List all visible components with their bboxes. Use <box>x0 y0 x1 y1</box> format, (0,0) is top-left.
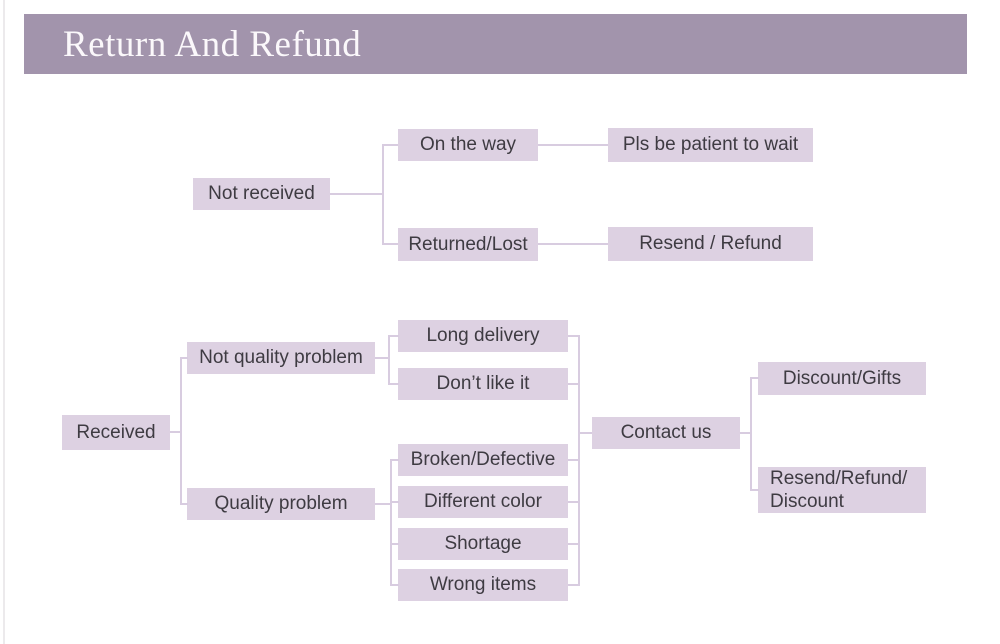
connector <box>388 383 399 385</box>
page-title: Return And Refund <box>63 23 362 65</box>
connector <box>390 501 399 503</box>
connector <box>375 503 391 505</box>
connector <box>568 459 579 461</box>
node-pls-be-patient-to-wait: Pls be patient to wait <box>608 128 813 162</box>
page-title-bar: Return And Refund <box>24 14 967 74</box>
connector <box>375 357 389 359</box>
connector <box>750 377 752 491</box>
connector <box>750 489 759 491</box>
node-resend-refund-discount: Resend/Refund/ Discount <box>758 467 926 513</box>
node-different-color: Different color <box>398 486 568 518</box>
connector <box>750 377 759 379</box>
node-on-the-way: On the way <box>398 129 538 161</box>
node-resend-refund: Resend / Refund <box>608 227 813 261</box>
connector <box>180 357 188 359</box>
node-wrong-items: Wrong items <box>398 569 568 601</box>
node-received: Received <box>62 415 170 450</box>
node-not-quality-problem: Not quality problem <box>187 342 375 374</box>
connector <box>330 193 383 195</box>
connector <box>578 335 580 586</box>
page-left-edge-divider <box>3 0 5 644</box>
node-not-received: Not received <box>193 178 330 210</box>
node-broken-defective: Broken/Defective <box>398 444 568 476</box>
connector <box>390 584 399 586</box>
node-resend-refund-discount-line2: Discount <box>770 491 844 512</box>
connector <box>390 459 399 461</box>
connector <box>538 144 608 146</box>
node-long-delivery: Long delivery <box>398 320 568 352</box>
node-returned-lost: Returned/Lost <box>398 228 538 261</box>
connector <box>390 543 399 545</box>
connector <box>388 335 399 337</box>
connector <box>388 335 390 385</box>
connector <box>568 584 579 586</box>
connector <box>180 503 188 505</box>
connector <box>740 432 751 434</box>
connector <box>382 144 398 146</box>
node-quality-problem: Quality problem <box>187 488 375 520</box>
node-contact-us: Contact us <box>592 417 740 449</box>
connector <box>568 543 579 545</box>
node-dont-like-it: Don’t like it <box>398 368 568 400</box>
connector <box>568 335 579 337</box>
connector <box>568 383 579 385</box>
connector <box>382 243 398 245</box>
connector <box>170 431 182 433</box>
connector <box>578 432 592 434</box>
connector <box>538 243 608 245</box>
node-shortage: Shortage <box>398 528 568 560</box>
node-discount-gifts: Discount/Gifts <box>758 362 926 395</box>
connector <box>382 144 384 245</box>
connector <box>390 459 392 586</box>
node-resend-refund-discount-line1: Resend/Refund/ <box>770 468 908 489</box>
connector <box>568 501 579 503</box>
connector <box>180 357 182 505</box>
